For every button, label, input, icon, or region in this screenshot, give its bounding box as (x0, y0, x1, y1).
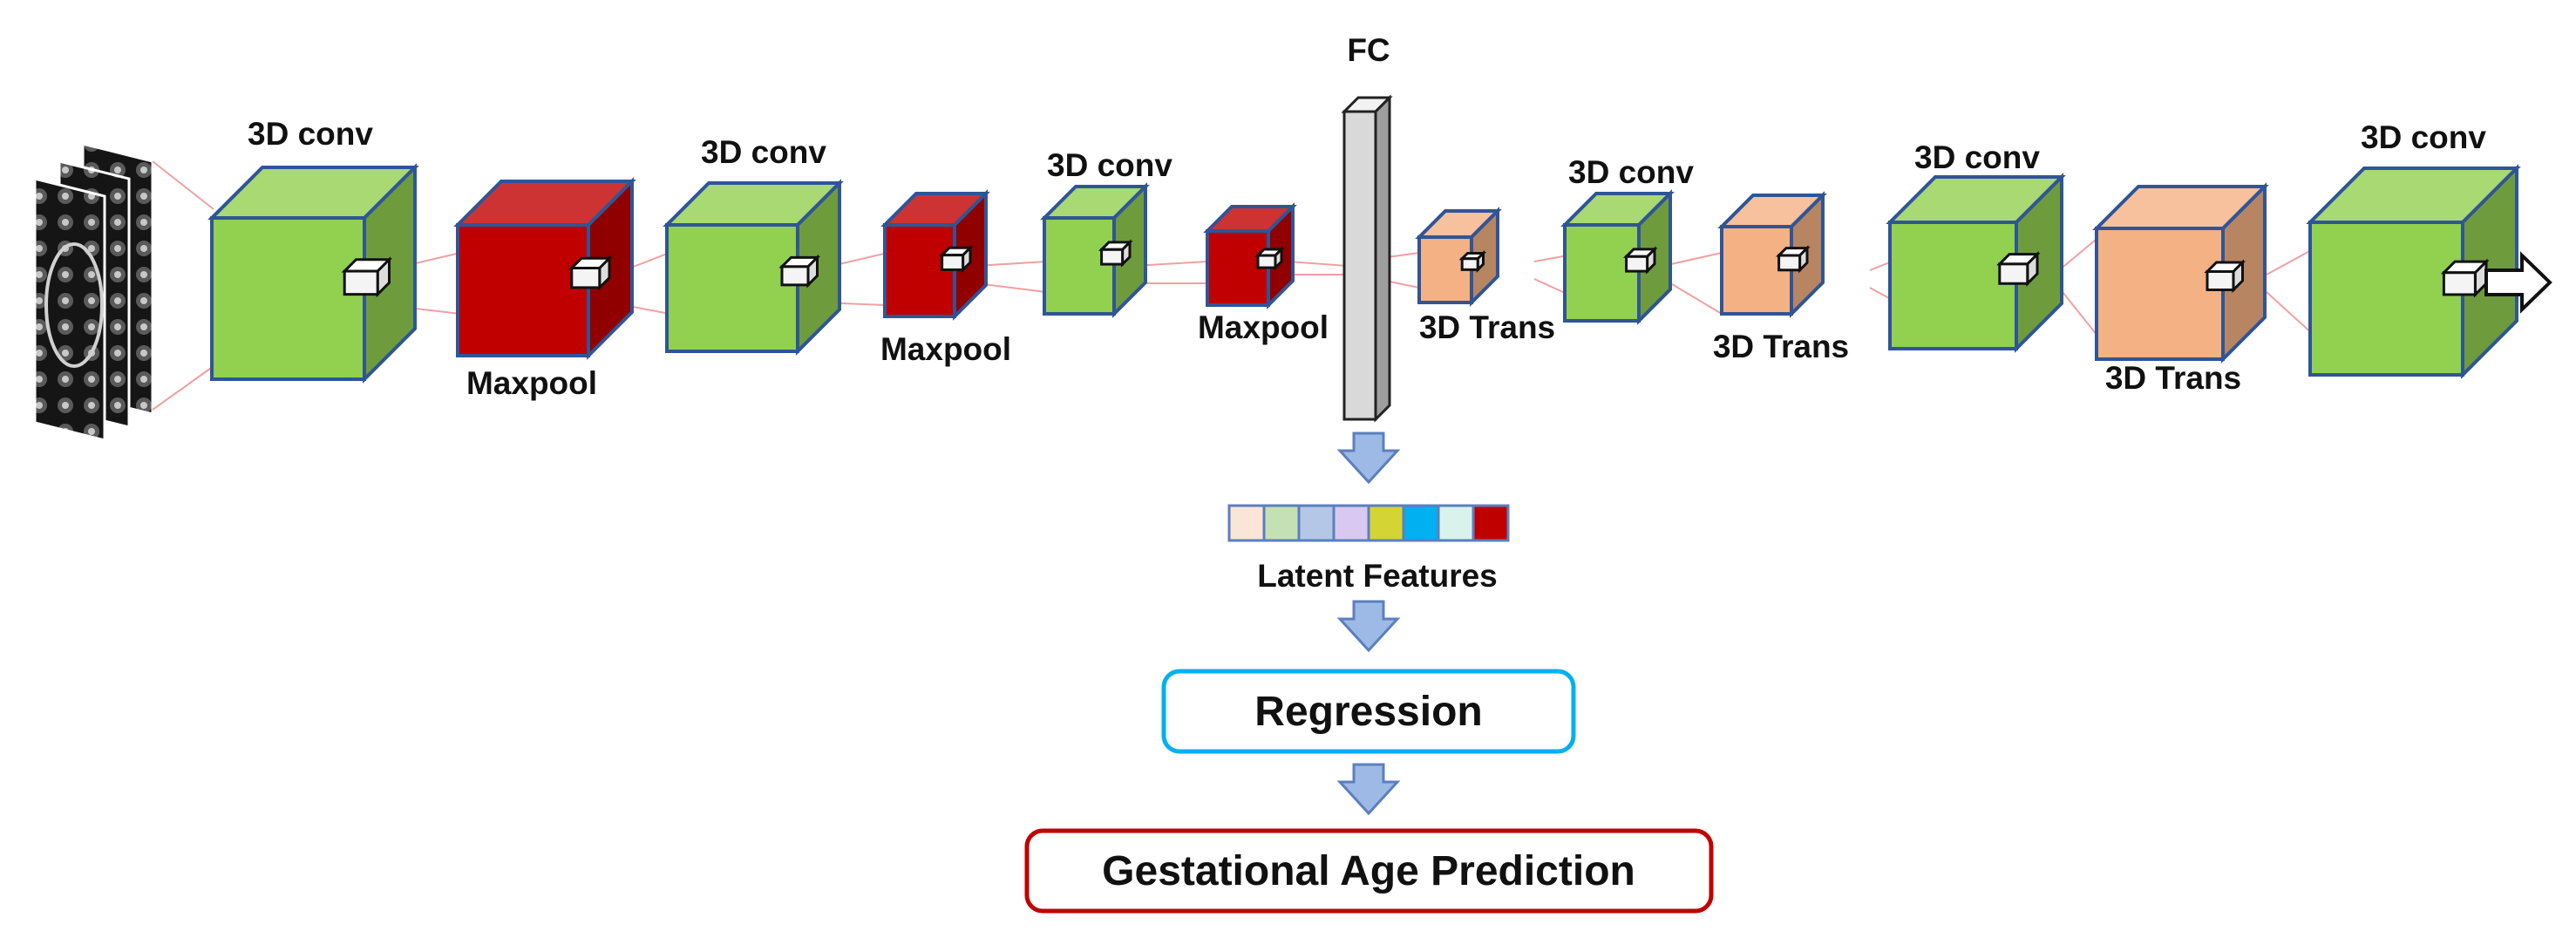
latent-cell (1472, 504, 1510, 542)
cube-conv4-front (1563, 223, 1641, 323)
cube-trans1 (1415, 207, 1502, 307)
label-maxpool2: Maxpool (880, 331, 1011, 367)
cube-conv3-front (1043, 216, 1116, 316)
latent-cell (1262, 504, 1301, 542)
cube-conv5-kernel (1996, 251, 2041, 287)
cube-maxpool2-kernel (938, 244, 974, 274)
label-trans1: 3D Trans (1419, 309, 1555, 345)
cube-maxpool1-kernel (568, 255, 613, 291)
label-prediction: Gestational Age Prediction (1102, 848, 1635, 894)
brain-outline (44, 242, 104, 368)
latent-cell (1437, 504, 1475, 542)
mri-input-stack (33, 142, 154, 442)
cube-conv1-front (210, 216, 366, 381)
cube-conv1 (207, 163, 419, 384)
fc-bar-side (1374, 94, 1391, 423)
cube-conv2-kernel (778, 254, 821, 289)
cube-conv2-front (665, 223, 799, 353)
label-trans3: 3D Trans (2105, 360, 2241, 396)
label-trans2: 3D Trans (1713, 329, 1849, 364)
latent-cell (1227, 504, 1266, 542)
cube-maxpool1 (453, 177, 636, 360)
latent-feature-vector (1227, 504, 1510, 542)
layer-cubes (207, 163, 2521, 384)
cube-trans2 (1717, 191, 1827, 318)
down-arrow-regression (1336, 763, 1401, 816)
cube-conv4 (1560, 189, 1675, 325)
down-arrow-latent (1336, 600, 1401, 653)
cube-conv5 (1886, 173, 2066, 353)
fc-bar-front (1342, 110, 1377, 421)
mri-slice-front (33, 177, 106, 442)
label-maxpool3: Maxpool (1198, 309, 1329, 345)
prediction-box (1024, 828, 1714, 914)
label-conv3: 3D conv (1047, 147, 1172, 183)
label-conv5: 3D conv (1914, 139, 2040, 175)
label-conv2: 3D conv (701, 134, 826, 170)
latent-cell (1367, 504, 1405, 542)
regression-box (1161, 669, 1576, 754)
cube-conv3 (1040, 182, 1150, 318)
latent-cell (1332, 504, 1370, 542)
cube-conv6-front (2308, 221, 2464, 377)
fc-layer (1341, 94, 1393, 423)
cube-trans2-kernel (1775, 244, 1811, 274)
cube-conv3-kernel (1098, 239, 1133, 268)
cube-conv6-kernel (2440, 258, 2490, 298)
label-conv6: 3D conv (2361, 119, 2486, 155)
label-regression: Regression (1254, 689, 1482, 735)
cube-maxpool2 (880, 189, 990, 321)
latent-cell (1402, 504, 1440, 542)
cube-conv1-kernel (341, 256, 393, 298)
cube-trans1-kernel (1458, 249, 1487, 273)
label-conv1: 3D conv (248, 116, 373, 152)
down-arrow-fc (1336, 432, 1401, 485)
cube-trans3 (2092, 182, 2269, 364)
cube-conv4-kernel (1622, 246, 1658, 275)
cube-trans3-front (2095, 227, 2225, 361)
label-conv4: 3D conv (1568, 154, 1694, 190)
label-maxpool1: Maxpool (466, 365, 597, 401)
latent-cell (1297, 504, 1336, 542)
cube-maxpool1-front (456, 223, 590, 357)
output-arrow (2484, 251, 2552, 314)
cube-trans3-kernel (2204, 259, 2246, 294)
flow-arrows (1336, 432, 1401, 816)
label-fc: FC (1347, 32, 1390, 68)
cube-conv2 (663, 179, 844, 356)
label-latent-features: Latent Features (1257, 558, 1498, 594)
cube-conv5-front (1888, 221, 2018, 350)
cube-maxpool3-kernel (1254, 246, 1285, 271)
cube-maxpool3 (1203, 202, 1297, 309)
